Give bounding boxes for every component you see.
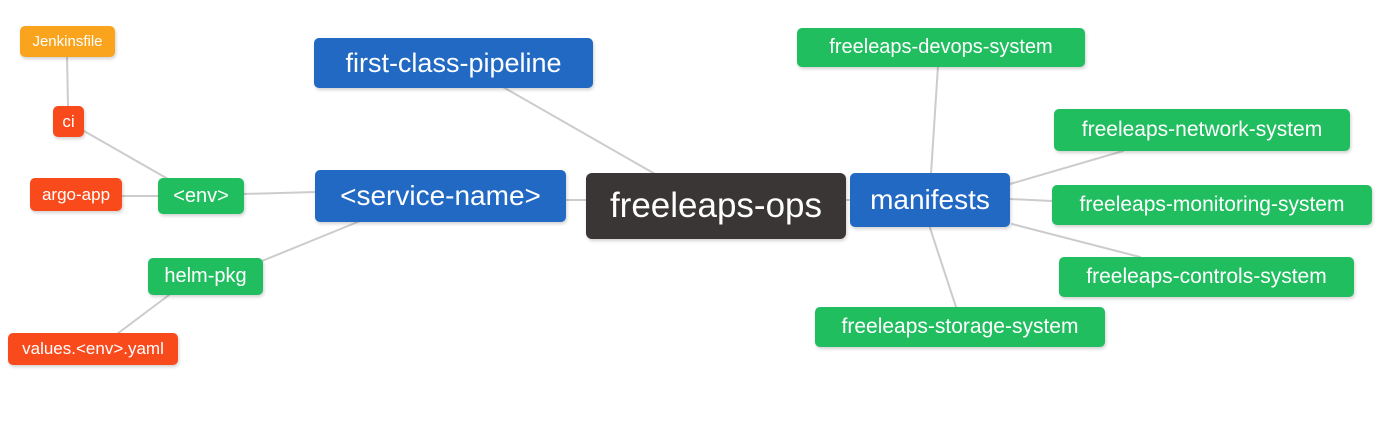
node-controls-system[interactable]: freeleaps-controls-system [1059, 257, 1354, 297]
edge-manifests-devops [930, 65, 939, 175]
node-helm-pkg[interactable]: helm-pkg [148, 258, 263, 295]
edge-manifests-storage [929, 227, 957, 308]
node-storage-system[interactable]: freeleaps-storage-system [815, 307, 1105, 347]
node-env[interactable]: <env> [158, 178, 244, 214]
node-jenkinsfile[interactable]: Jenkinsfile [20, 26, 115, 57]
node-service-name[interactable]: <service-name> [315, 170, 566, 222]
edge-env-service-name [242, 191, 317, 195]
node-argo-app[interactable]: argo-app [30, 178, 122, 211]
edge-manifests-controls [1011, 223, 1141, 258]
node-network-system[interactable]: freeleaps-network-system [1054, 109, 1350, 151]
edge-helm-pkg-values-env-yaml [116, 294, 170, 335]
node-monitoring-system[interactable]: freeleaps-monitoring-system [1052, 185, 1372, 225]
node-freeleaps-ops-root[interactable]: freeleaps-ops [586, 173, 846, 239]
node-ci[interactable]: ci [53, 106, 84, 137]
edge-first-class-pipeline-ops [502, 86, 656, 175]
edge-manifests-network [1009, 150, 1124, 185]
edge-service-name-helm-pkg [261, 220, 361, 262]
node-devops-system[interactable]: freeleaps-devops-system [797, 28, 1085, 67]
node-values-env-yaml[interactable]: values.<env>.yaml [8, 333, 178, 365]
node-first-class-pipeline[interactable]: first-class-pipeline [314, 38, 593, 88]
edge-jenkinsfile-ci [66, 55, 69, 107]
edge-ci-env [83, 130, 169, 180]
edge-manifests-monitoring [1009, 198, 1053, 202]
node-manifests[interactable]: manifests [850, 173, 1010, 227]
